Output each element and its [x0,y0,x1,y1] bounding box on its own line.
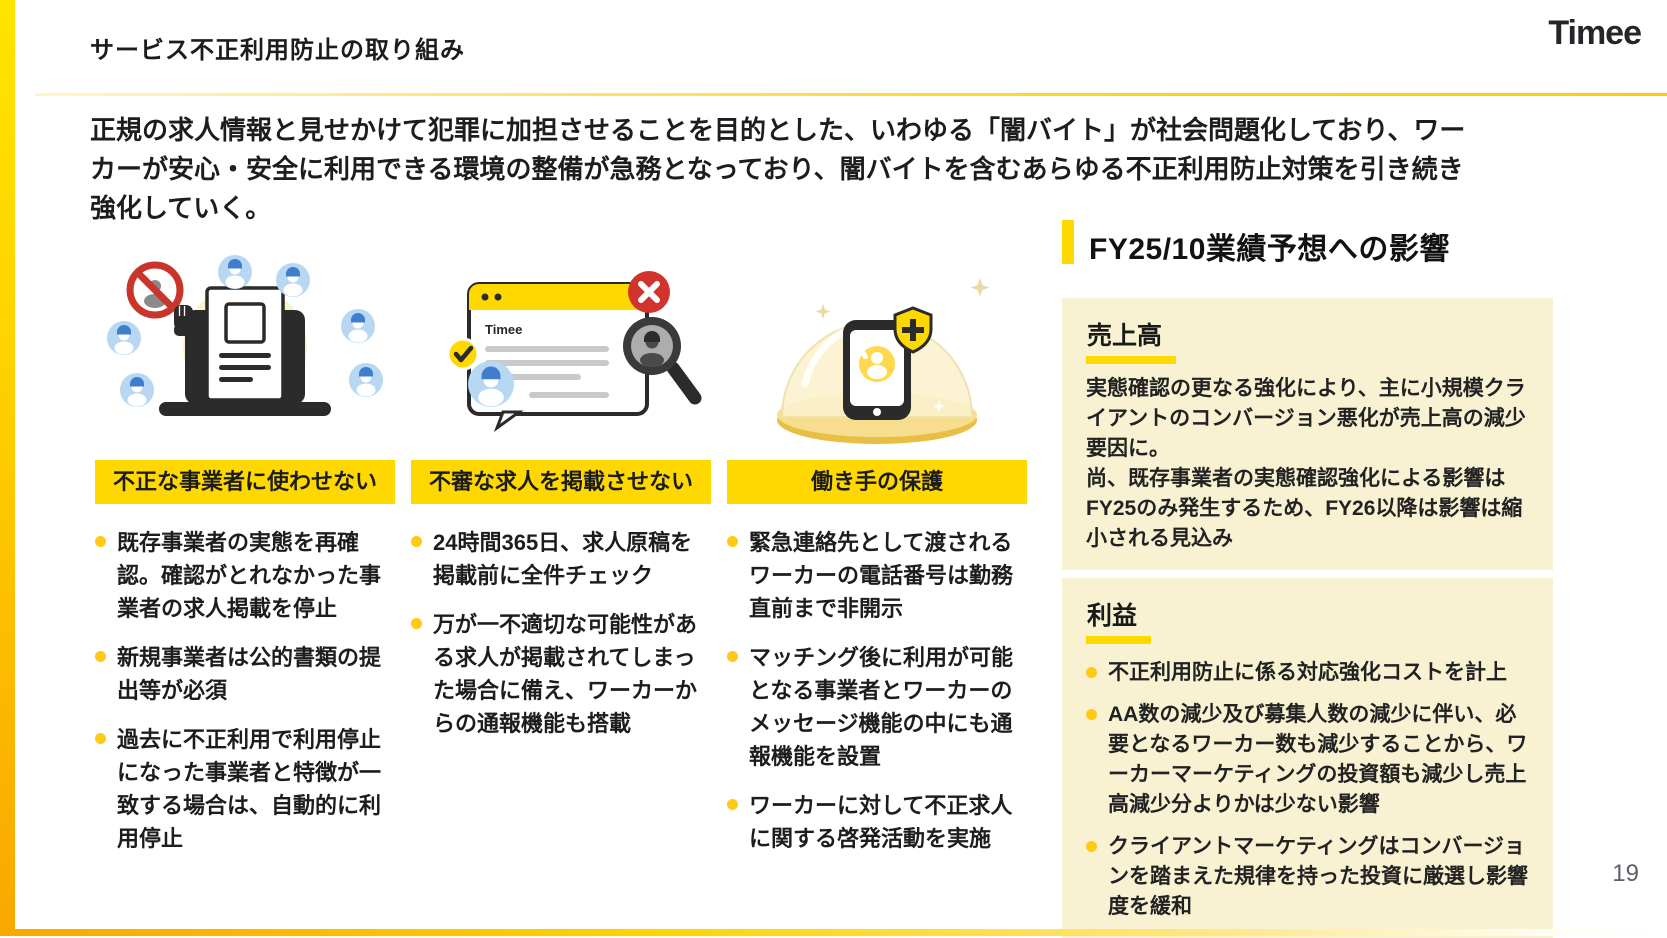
forecast-title: FY25/10業績予想への影響 [1089,233,1450,266]
bullet-dot-icon [727,536,738,547]
left-accent-bar [0,0,15,936]
list-item: 緊急連絡先として渡されるワーカーの電話番号は勤務直前まで非開示 [727,526,1027,625]
bullet-dot-icon [727,799,738,810]
measure-column-screen-jobs: Timee [411,252,711,855]
worker-in-phone-icon [858,346,895,382]
title-divider [35,93,1667,96]
header-accent-bar [1062,220,1074,264]
worker-protection-illustration [727,252,1027,458]
list-item: 24時間365日、求人原稿を掲載前に全件チェック [411,526,711,592]
bullet-text: マッチング後に利用が可能となる事業者とワーカーのメッセージ機能の中にも通報機能を… [749,645,1014,769]
job-document-icon [205,286,285,402]
column-bullet-list: 既存事業者の実態を再確認。確認がとれなかった事業者の求人掲載を停止 新規事業者は… [95,526,395,855]
bullet-text: 新規事業者は公的書類の提出等が必須 [117,645,382,703]
bullet-text: 不正利用防止に係る対応強化コストを計上 [1108,661,1507,685]
bullet-dot-icon [1086,667,1097,679]
column-bullet-list: 緊急連絡先として渡されるワーカーの電話番号は勤務直前まで非開示 マッチング後に利… [727,526,1027,855]
bullet-text: 24時間365日、求人原稿を掲載前に全件チェック [433,530,693,588]
profit-heading-wrap: 利益 [1086,596,1529,645]
list-item: 既存事業者の実態を再確認。確認がとれなかった事業者の求人掲載を停止 [95,526,395,625]
forecast-panel: FY25/10業績予想への影響 売上高 実態確認の更なる強化により、主に小規模ク… [1062,220,1553,938]
revenue-heading-wrap: 売上高 [1086,316,1529,364]
stop-hand-icon [174,305,195,336]
list-item: 過去に不正利用で利用停止になった事業者と特徴が一致する場合は、自動的に利用停止 [95,723,395,855]
list-item: ワーカーに対して不正求人に関する啓発活動を実施 [727,789,1027,855]
blocked-fraudulent-business-illustration [95,252,395,458]
bullet-dot-icon [411,618,422,629]
list-item: AA数の減少及び募集人数の減少に伴い、必要となるワーカー数も減少することから、ワ… [1086,700,1529,820]
bullet-dot-icon [95,733,106,744]
timee-logo: Timee [1548,14,1642,52]
bullet-text: クライアントマーケティングはコンバージョンを踏まえた規律を持った投資に厳選し影響… [1108,835,1528,919]
revenue-impact-box: 売上高 実態確認の更なる強化により、主に小規模クライアントのコンバージョン悪化が… [1062,298,1553,571]
list-item: 万が一不適切な可能性がある求人が掲載されてしまった場合に備え、ワーカーからの通報… [411,608,711,740]
browser-window-icon: Timee [467,282,649,433]
bullet-dot-icon [95,536,106,547]
bullet-text: 万が一不適切な可能性がある求人が掲載されてしまった場合に備え、ワーカーからの通報… [433,612,698,736]
sparkle-icon [815,278,990,413]
profit-heading: 利益 [1086,596,1152,645]
column-header-band: 働き手の保護 [727,460,1027,504]
bullet-text: 既存事業者の実態を再確認。確認がとれなかった事業者の求人掲載を停止 [117,530,382,621]
laptop-base-icon [159,402,331,416]
job-screening-svg: Timee [446,271,702,433]
worker-avatar-icon [120,373,154,407]
check-badge-icon [446,337,480,371]
phone-icon [843,320,911,420]
measure-column-protect-workers: 働き手の保護 緊急連絡先として渡されるワーカーの電話番号は勤務直前まで非開示 マ… [727,252,1027,855]
bullet-dot-icon [727,651,738,662]
bullet-dot-icon [1086,841,1097,853]
column-header-band: 不審な求人を掲載させない [411,460,711,504]
bullet-text: ワーカーに対して不正求人に関する啓発活動を実施 [749,793,1013,851]
bullet-dot-icon [95,651,106,662]
list-item: クライアントマーケティングはコンバージョンを踏まえた規律を持った投資に厳選し影響… [1086,832,1529,922]
worker-avatar-icon [218,255,252,289]
worker-avatar-icon [349,363,383,397]
measures-columns: 不正な事業者に使わせない 既存事業者の実態を再確認。確認がとれなかった事業者の求… [95,252,1027,855]
job-screening-illustration: Timee [411,252,711,458]
blocked-business-svg [107,255,383,416]
profit-impact-box: 利益 不正利用防止に係る対応強化コストを計上 AA数の減少及び募集人数の減少に伴… [1062,578,1553,938]
page-number: 19 [1612,860,1639,887]
list-item: 不正利用防止に係る対応強化コストを計上 [1086,658,1529,688]
bullet-dot-icon [411,536,422,547]
reject-x-badge-icon [628,271,670,313]
column-header-band: 不正な事業者に使わせない [95,460,395,504]
bullet-text: AA数の減少及び募集人数の減少に伴い、必要となるワーカー数も減少することから、ワ… [1108,703,1528,817]
bullet-text: 緊急連絡先として渡されるワーカーの電話番号は勤務直前まで非開示 [749,530,1014,621]
browser-timee-label: Timee [485,322,522,337]
forecast-panel-header: FY25/10業績予想への影響 [1062,220,1553,268]
magnifier-suspect-icon [623,317,702,405]
column-bullet-list: 24時間365日、求人原稿を掲載前に全件チェック 万が一不適切な可能性がある求人… [411,526,711,740]
worker-avatar-icon [107,321,141,355]
prohibition-sign-icon [126,261,184,319]
worker-avatar-icon [341,309,375,343]
profit-bullet-list: 不正利用防止に係る対応強化コストを計上 AA数の減少及び募集人数の減少に伴い、必… [1086,658,1529,922]
bullet-text: 過去に不正利用で利用停止になった事業者と特徴が一致する場合は、自動的に利用停止 [117,727,382,851]
list-item: 新規事業者は公的書類の提出等が必須 [95,641,395,707]
measure-column-block-operators: 不正な事業者に使わせない 既存事業者の実態を再確認。確認がとれなかった事業者の求… [95,252,395,855]
revenue-heading: 売上高 [1086,316,1177,364]
list-item: マッチング後に利用が可能となる事業者とワーカーのメッセージ機能の中にも通報機能を… [727,641,1027,773]
bullet-dot-icon [1086,709,1097,721]
revenue-paragraph: 尚、既存事業者の実態確認強化による影響はFY25のみ発生するため、FY26以降は… [1086,467,1523,551]
worker-protection-svg [777,278,990,444]
worker-avatar-icon [276,263,310,297]
revenue-paragraph: 実態確認の更なる強化により、主に小規模クライアントのコンバージョン悪化が売上高の… [1086,377,1526,461]
speech-bubble-tail [493,410,524,433]
approved-worker-icon [446,337,514,407]
bottom-accent-bar [0,929,1667,936]
shield-plus-icon [893,306,933,354]
intro-text: 正規の求人情報と見せかけて犯罪に加担させることを目的とした、いわゆる「闇バイト」… [90,115,1466,223]
page-title: サービス不正利用防止の取り組み [90,37,465,64]
